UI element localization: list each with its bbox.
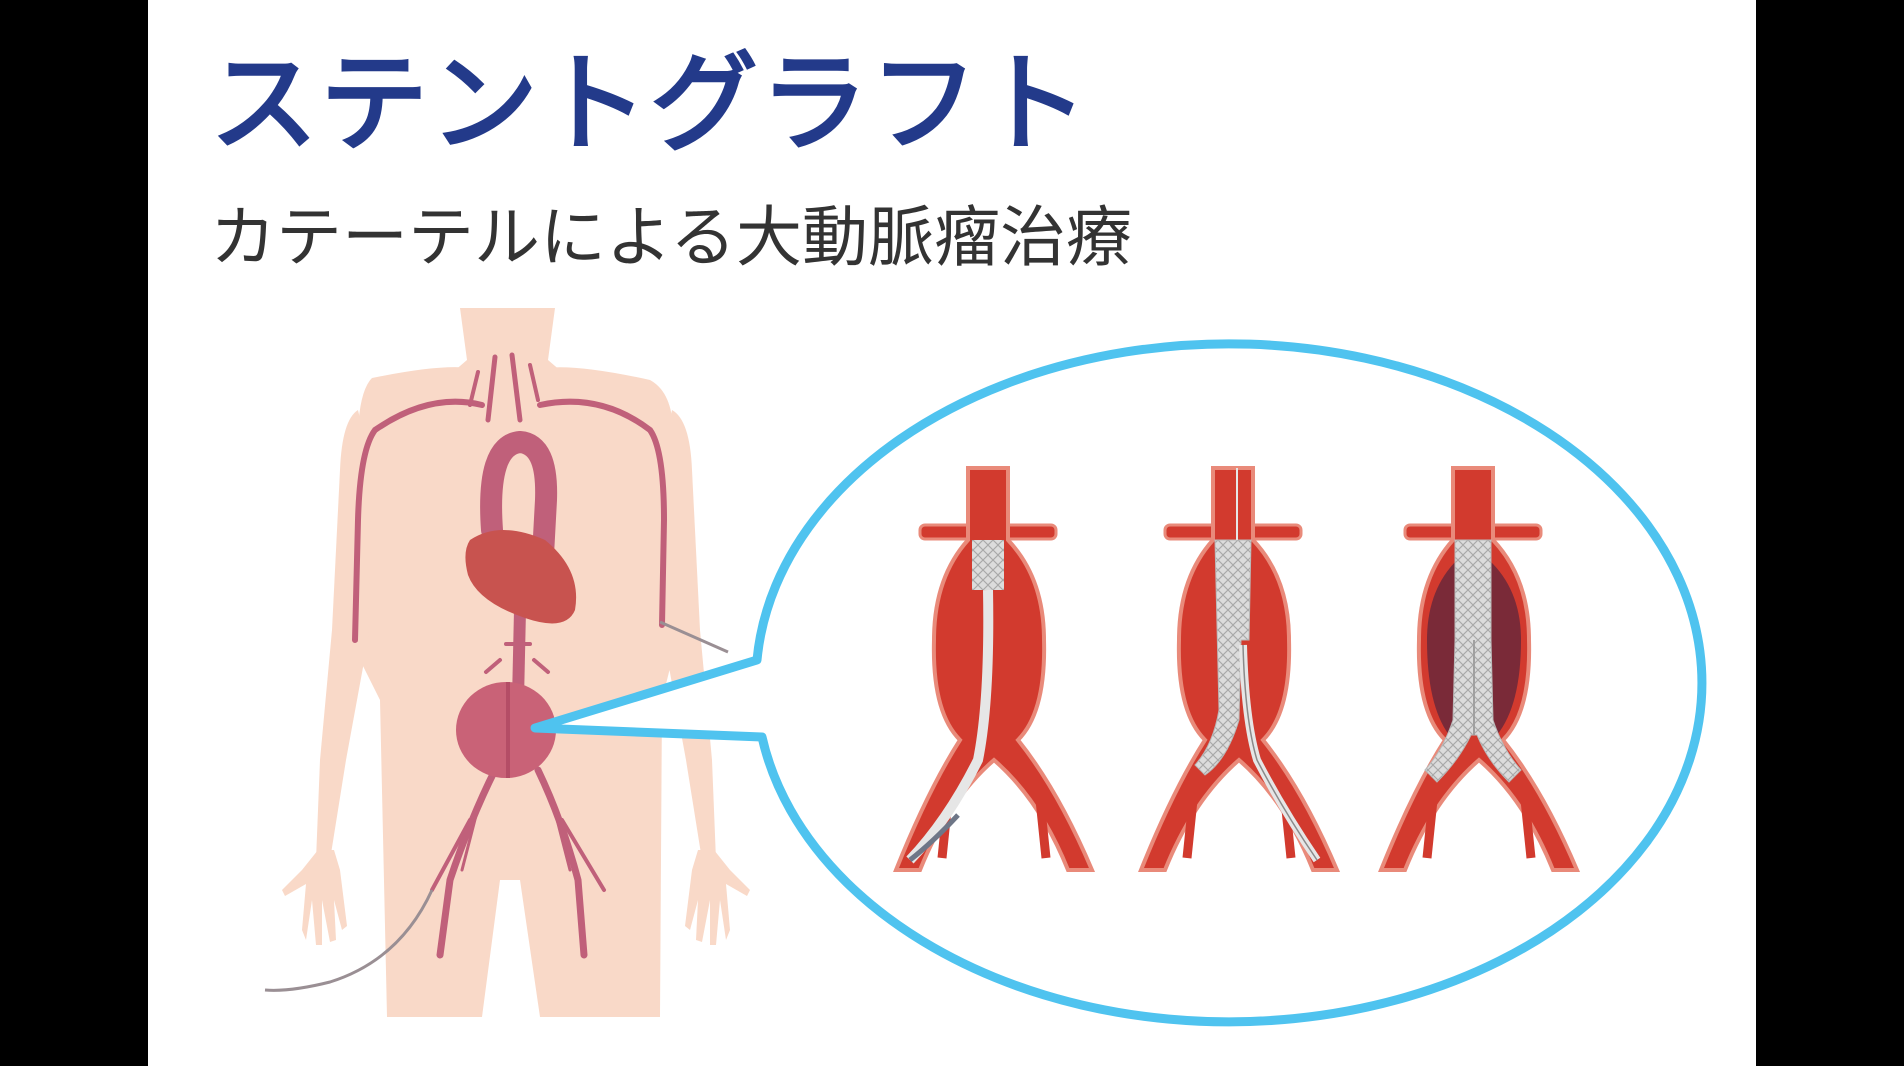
- heart: [465, 530, 577, 624]
- page-subtitle: カテーテルによる大動脈瘤治療: [210, 199, 1133, 276]
- callout-outline: [530, 339, 1707, 1027]
- stent-graft-stage-1: [893, 466, 1096, 872]
- page-title: ステントグラフト: [210, 42, 1091, 167]
- catheter-wire-femoral: [264, 889, 434, 992]
- stent-graft-stage-3: [1378, 466, 1581, 872]
- human-body-figure: [264, 308, 750, 1018]
- catheter-wire-brachial: [659, 620, 729, 654]
- stent-graft-stage-2: [1138, 466, 1341, 872]
- arterial-tree: [352, 352, 668, 959]
